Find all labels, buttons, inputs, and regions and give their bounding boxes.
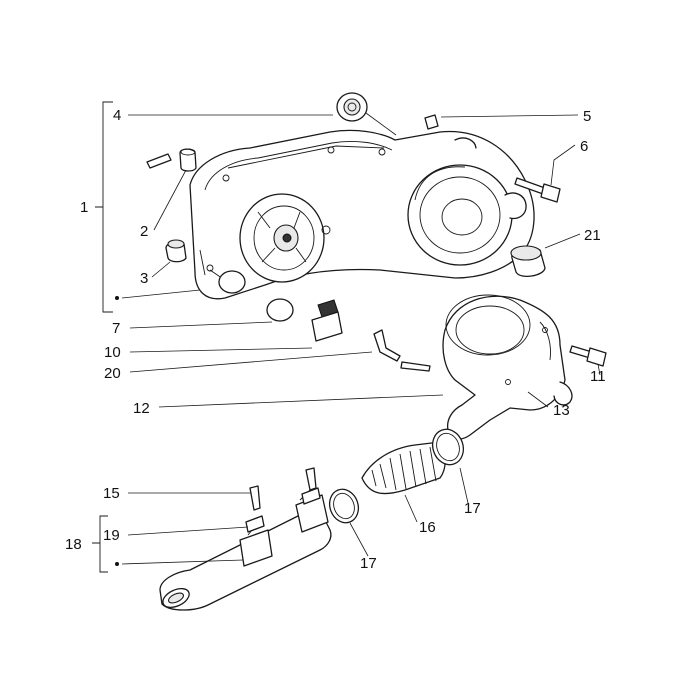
callout-4: 4 — [113, 107, 121, 124]
group-bracket-part-1 — [95, 101, 113, 313]
screw-part-6 — [514, 177, 561, 203]
callout-11: 11 — [590, 368, 606, 385]
pin-and-bush-part-2 — [146, 148, 197, 172]
callout-3: 3 — [140, 270, 148, 287]
callout-19: 19 — [103, 527, 120, 544]
callout-6: 6 — [580, 138, 588, 155]
callout-7: 7 — [112, 320, 120, 337]
pad-part-10 — [311, 299, 343, 342]
callout-20: 20 — [104, 365, 121, 382]
callout-labels: 1 2 3 4 5 6 21 7 10 20 12 13 11 15 17 16… — [65, 107, 606, 572]
leader-lines — [121, 112, 601, 565]
callout-15: 15 — [103, 485, 120, 502]
bracket-part-20 — [373, 329, 431, 372]
callout-21: 21 — [584, 227, 601, 244]
cap-part-7 — [266, 298, 294, 322]
clip-part-19 — [245, 487, 321, 533]
callout-18: 18 — [65, 536, 82, 553]
screws-part-15 — [249, 467, 317, 511]
bullet-dot-2 — [115, 562, 119, 566]
hose-clamp-part-17-upper — [431, 428, 465, 466]
transmission-cover — [189, 129, 535, 300]
intake-duct-part-18 — [159, 489, 332, 611]
callout-13: 13 — [553, 402, 570, 419]
callout-5: 5 — [583, 108, 591, 125]
callout-17-lower: 17 — [360, 555, 377, 572]
callout-10: 10 — [104, 344, 121, 361]
dowel-pin-part-5 — [424, 114, 439, 130]
hose-clamp-part-17-lower — [328, 488, 360, 524]
air-duct-housing-part-13 — [442, 294, 573, 440]
bullet-dot-1 — [115, 296, 119, 300]
callout-1: 1 — [80, 199, 88, 216]
callout-12: 12 — [133, 400, 150, 417]
callout-17-upper: 17 — [464, 500, 481, 517]
callout-2: 2 — [140, 223, 148, 240]
screw-part-11 — [569, 345, 607, 367]
callout-16: 16 — [419, 519, 436, 536]
group-bracket-part-18 — [92, 515, 108, 573]
plug-cap-part-21 — [510, 245, 546, 278]
spacer-part-3 — [165, 239, 187, 263]
bearing-part-4 — [336, 92, 368, 122]
